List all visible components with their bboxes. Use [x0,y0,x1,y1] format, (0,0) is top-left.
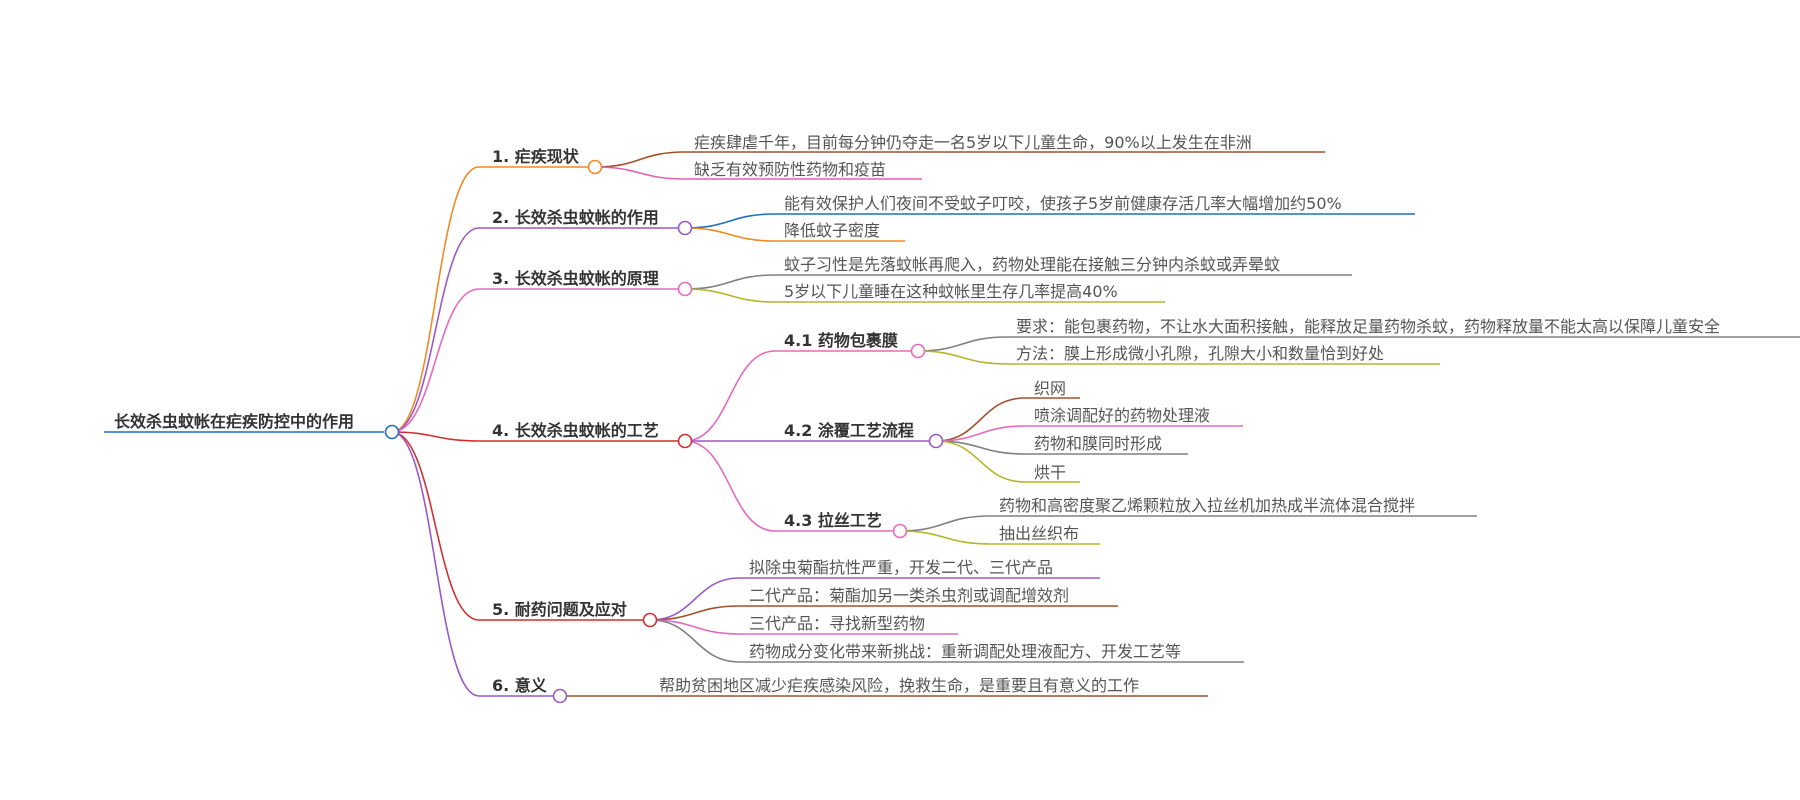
branch-6-collapse-toggle[interactable] [552,688,568,704]
branch-3-leaf-2-label: 5岁以下儿童睡在这种蚊帐里生存几率提高40% [784,282,1118,301]
branch-4-node[interactable]: 4. 长效杀虫蚊帐的工艺 [479,421,693,449]
connector-sub-4-1-leaf-2 [917,350,1008,365]
branch-2-leaf-2[interactable]: 降低蚊子密度 [775,221,905,242]
branch-3-leaf-1[interactable]: 蚊子习性是先落蚊帐再爬入，药物处理能在接触三分钟内杀蚊或弄晕蚊 [775,255,1352,276]
subbranch-4-3-node[interactable]: 4.3 拉丝工艺 [775,511,908,539]
branch-5-node[interactable]: 5. 耐药问题及应对 [479,600,658,628]
connector-branch-5-leaf-3 [649,619,741,635]
subbranch-4-3-collapse-toggle[interactable] [892,523,908,539]
subbranch-4-2-leaf-4[interactable]: 烘干 [1025,463,1080,483]
connector-branch-1-leaf-2 [594,166,686,180]
subbranch-4-2-leaf-1[interactable]: 织网 [1025,379,1080,399]
branch-1-leaf-1[interactable]: 疟疾肆虐千年，目前每分钟仍夺走一名5岁以下儿童生命，90%以上发生在非洲 [685,133,1325,153]
branch-5-leaf-1[interactable]: 拟除虫菊酯抗性严重，开发二代、三代产品 [740,558,1100,579]
branch-1-leaf-2[interactable]: 缺乏有效预防性药物和疫苗 [685,160,922,180]
branch-5-leaf-4-label: 药物成分变化带来新挑战：重新调配处理液配方、开发工艺等 [749,642,1181,661]
connector-layer [391,151,1026,697]
connector-root-branch-4 [391,431,480,442]
branch-4-label: 4. 长效杀虫蚊帐的工艺 [492,421,659,440]
subbranch-4-3-leaf-1[interactable]: 药物和高密度聚乙烯颗粒放入拉丝机加热成半流体混合搅拌 [990,496,1477,517]
branch-6-leaf-1[interactable]: 帮助贫困地区减少疟疾感染风险，挽救生命，是重要且有意义的工作 [650,676,1208,697]
branch-3-leaf-2[interactable]: 5岁以下儿童睡在这种蚊帐里生存几率提高40% [775,282,1165,303]
connector-branch-5-leaf-2 [649,605,741,621]
subbranch-4-2-leaf-2[interactable]: 喷涂调配好的药物处理液 [1025,406,1243,427]
subbranch-4-2-leaf-3[interactable]: 药物和膜同时形成 [1025,434,1188,455]
connector-root-branch-1 [391,166,480,433]
connector-branch-2-leaf-1 [684,213,776,229]
connector-branch-1-leaf-1 [594,151,686,168]
connector-root-branch-6 [391,431,480,697]
connector-branch-5-leaf-4 [649,619,741,663]
branch-5-leaf-3[interactable]: 三代产品：寻找新型药物 [740,614,958,635]
branch-2-label: 2. 长效杀虫蚊帐的作用 [492,208,659,227]
subbranch-4-1-leaf-1-label: 要求：能包裹药物，不让水大面积接触，能释放足量药物杀蚊，药物释放量不能太高以保障… [1016,317,1720,336]
subbranch-4-1-leaf-1[interactable]: 要求：能包裹药物，不让水大面积接触，能释放足量药物杀蚊，药物释放量不能太高以保障… [1007,317,1800,338]
root-node[interactable]: 长效杀虫蚊帐在疟疾防控中的作用 [104,412,400,440]
branch-5-leaf-1-label: 拟除虫菊酯抗性严重，开发二代、三代产品 [749,558,1053,577]
branch-6-label: 6. 意义 [492,676,547,695]
connector-branch-4-sub-1 [684,350,776,442]
connector-branch-3-leaf-2 [684,288,776,303]
branch-6-node[interactable]: 6. 意义 [479,676,568,704]
root-collapse-toggle[interactable] [384,424,400,440]
branch-1-label: 1. 疟疾现状 [492,147,580,166]
subbranch-4-2-collapse-toggle[interactable] [928,433,944,449]
branch-3-collapse-toggle[interactable] [677,281,693,297]
connector-sub-4-3-leaf-1 [899,515,991,532]
branch-5-leaf-2-label: 二代产品：菊酯加另一类杀虫剂或调配增效剂 [749,586,1069,605]
connector-branch-4-sub-3 [684,440,776,532]
connector-sub-4-2-leaf-3 [935,440,1026,455]
connector-sub-4-1-leaf-1 [917,336,1008,352]
branch-1-leaf-2-label: 缺乏有效预防性药物和疫苗 [694,160,886,179]
branch-4-collapse-toggle[interactable] [677,433,693,449]
root-label: 长效杀虫蚊帐在疟疾防控中的作用 [114,412,354,431]
subbranch-4-1-leaf-2[interactable]: 方法：膜上形成微小孔隙，孔隙大小和数量恰到好处 [1007,344,1440,365]
branch-5-label: 5. 耐药问题及应对 [492,600,627,619]
subbranch-4-3-label: 4.3 拉丝工艺 [784,511,882,530]
branch-3-label: 3. 长效杀虫蚊帐的原理 [492,269,659,288]
subbranch-4-2-node[interactable]: 4.2 涂覆工艺流程 [775,421,944,449]
subbranch-4-2-leaf-3-label: 药物和膜同时形成 [1034,434,1162,453]
branch-2-collapse-toggle[interactable] [677,220,693,236]
subbranch-4-2-leaf-4-label: 烘干 [1034,463,1066,482]
connector-sub-4-3-leaf-2 [899,530,991,545]
subbranch-4-1-label: 4.1 药物包裹膜 [784,331,898,350]
connector-root-branch-3 [391,288,480,433]
branch-2-leaf-2-label: 降低蚊子密度 [784,221,880,240]
connector-branch-3-leaf-1 [684,274,776,290]
subbranch-4-3-leaf-2[interactable]: 抽出丝织布 [990,524,1100,545]
connector-branch-2-leaf-2 [684,227,776,242]
branch-2-leaf-1[interactable]: 能有效保护人们夜间不受蚊子叮咬，使孩子5岁前健康存活几率大幅增加约50% [775,194,1415,215]
connector-sub-4-2-leaf-2 [935,425,1026,442]
branch-1-collapse-toggle[interactable] [587,159,603,175]
branch-2-leaf-1-label: 能有效保护人们夜间不受蚊子叮咬，使孩子5岁前健康存活几率大幅增加约50% [784,194,1342,213]
connector-sub-4-2-leaf-4 [935,440,1026,483]
subbranch-4-2-leaf-1-label: 织网 [1034,379,1066,398]
subbranch-4-1-node[interactable]: 4.1 药物包裹膜 [775,331,926,359]
branch-5-collapse-toggle[interactable] [642,612,658,628]
subbranch-4-3-leaf-2-label: 抽出丝织布 [999,524,1079,543]
connector-branch-5-leaf-1 [649,577,741,621]
branch-6-leaf-1-label: 帮助贫困地区减少疟疾感染风险，挽救生命，是重要且有意义的工作 [659,676,1139,695]
connector-root-branch-2 [391,227,480,433]
branch-5-leaf-3-label: 三代产品：寻找新型药物 [749,614,925,633]
subbranch-4-1-collapse-toggle[interactable] [910,343,926,359]
branch-5-leaf-2[interactable]: 二代产品：菊酯加另一类杀虫剂或调配增效剂 [740,586,1118,607]
node-layer: 长效杀虫蚊帐在疟疾防控中的作用 1. 疟疾现状 疟疾肆虐千年，目前每分钟仍夺走一… [104,133,1800,704]
branch-3-node[interactable]: 3. 长效杀虫蚊帐的原理 [479,269,693,297]
branch-3-leaf-1-label: 蚊子习性是先落蚊帐再爬入，药物处理能在接触三分钟内杀蚊或弄晕蚊 [784,255,1280,274]
connector-root-branch-5 [391,431,480,621]
subbranch-4-2-leaf-2-label: 喷涂调配好的药物处理液 [1034,406,1210,425]
subbranch-4-1-leaf-2-label: 方法：膜上形成微小孔隙，孔隙大小和数量恰到好处 [1016,344,1384,363]
subbranch-4-3-leaf-1-label: 药物和高密度聚乙烯颗粒放入拉丝机加热成半流体混合搅拌 [999,496,1415,515]
branch-1-node[interactable]: 1. 疟疾现状 [479,147,603,175]
subbranch-4-2-label: 4.2 涂覆工艺流程 [784,421,914,440]
branch-2-node[interactable]: 2. 长效杀虫蚊帐的作用 [479,208,693,236]
branch-5-leaf-4[interactable]: 药物成分变化带来新挑战：重新调配处理液配方、开发工艺等 [740,642,1244,663]
branch-1-leaf-1-label: 疟疾肆虐千年，目前每分钟仍夺走一名5岁以下儿童生命，90%以上发生在非洲 [694,133,1252,152]
connector-sub-4-2-leaf-1 [935,397,1026,442]
